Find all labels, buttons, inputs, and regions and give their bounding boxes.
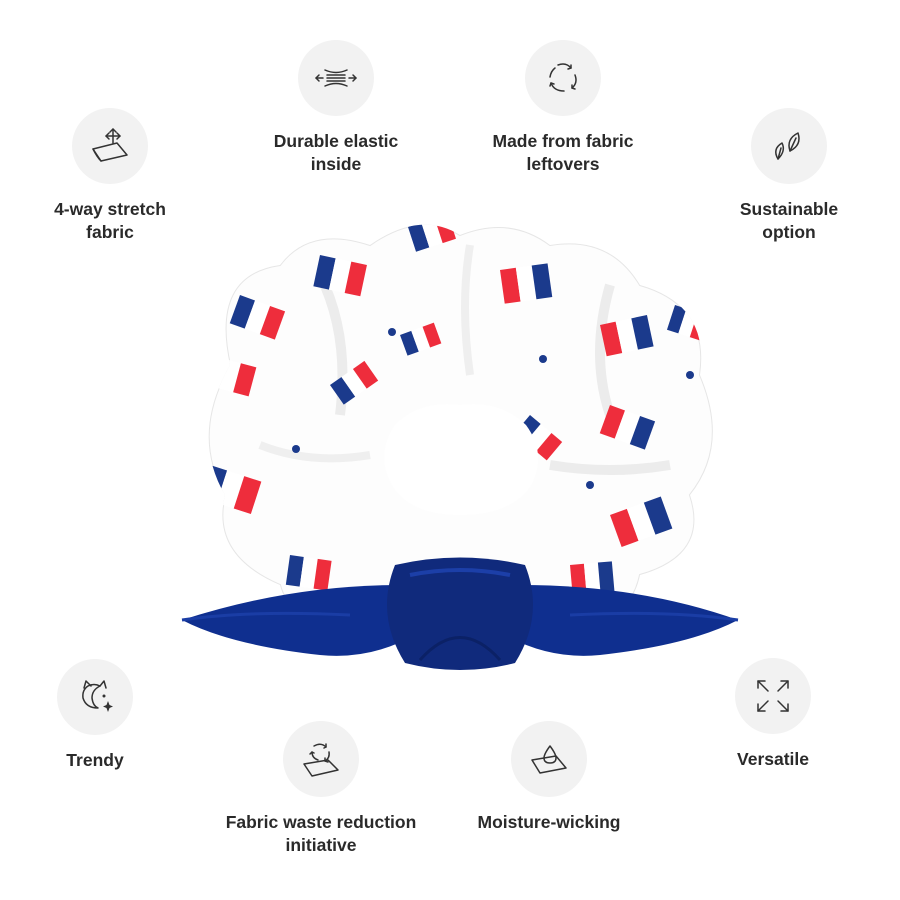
stretch-fabric-icon — [72, 108, 148, 184]
feature-label: Versatile — [737, 749, 809, 769]
feature-leftovers: Made from fabric leftovers — [453, 40, 673, 176]
feature-label: Durable elastic inside — [273, 131, 399, 174]
feature-label: Moisture-wicking — [477, 812, 621, 832]
water-drop-icon — [511, 721, 587, 797]
feature-trendy: Trendy — [0, 659, 205, 772]
feature-versatile: Versatile — [663, 658, 883, 771]
feature-stretch: 4-way stretch fabric — [0, 108, 220, 244]
scrunchie-image — [181, 224, 739, 670]
feature-label: Made from fabric leftovers — [492, 131, 634, 174]
trendy-cat-icon — [57, 659, 133, 735]
feature-moisture: Moisture-wicking — [439, 721, 659, 834]
feature-label: Trendy — [66, 750, 124, 770]
expand-arrows-icon — [735, 658, 811, 734]
feature-label: Sustainable option — [739, 199, 839, 242]
feature-label: 4-way stretch fabric — [54, 199, 166, 242]
elastic-icon — [298, 40, 374, 116]
feature-label: Fabric waste reduction initiative — [225, 812, 417, 855]
feature-sustainable: Sustainable option — [679, 108, 899, 244]
feature-waste: Fabric waste reduction initiative — [211, 721, 431, 857]
recycle-icon — [525, 40, 601, 116]
fabric-recycle-icon — [283, 721, 359, 797]
leaf-icon — [751, 108, 827, 184]
feature-elastic: Durable elastic inside — [226, 40, 446, 176]
